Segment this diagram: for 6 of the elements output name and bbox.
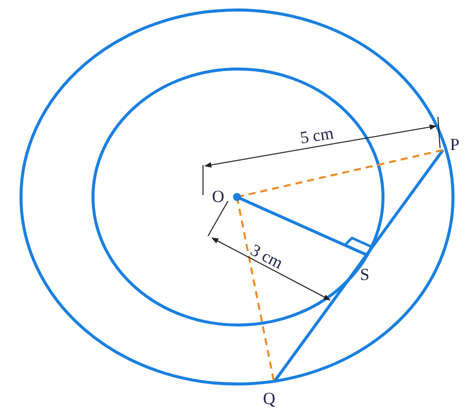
point-label: P bbox=[450, 136, 460, 153]
point-label: Q bbox=[263, 390, 276, 407]
point-label: S bbox=[360, 266, 370, 283]
dimension-label: 5 cm bbox=[298, 124, 335, 147]
dimension-label: 3 cm bbox=[248, 241, 286, 272]
point-label: O bbox=[212, 188, 224, 205]
